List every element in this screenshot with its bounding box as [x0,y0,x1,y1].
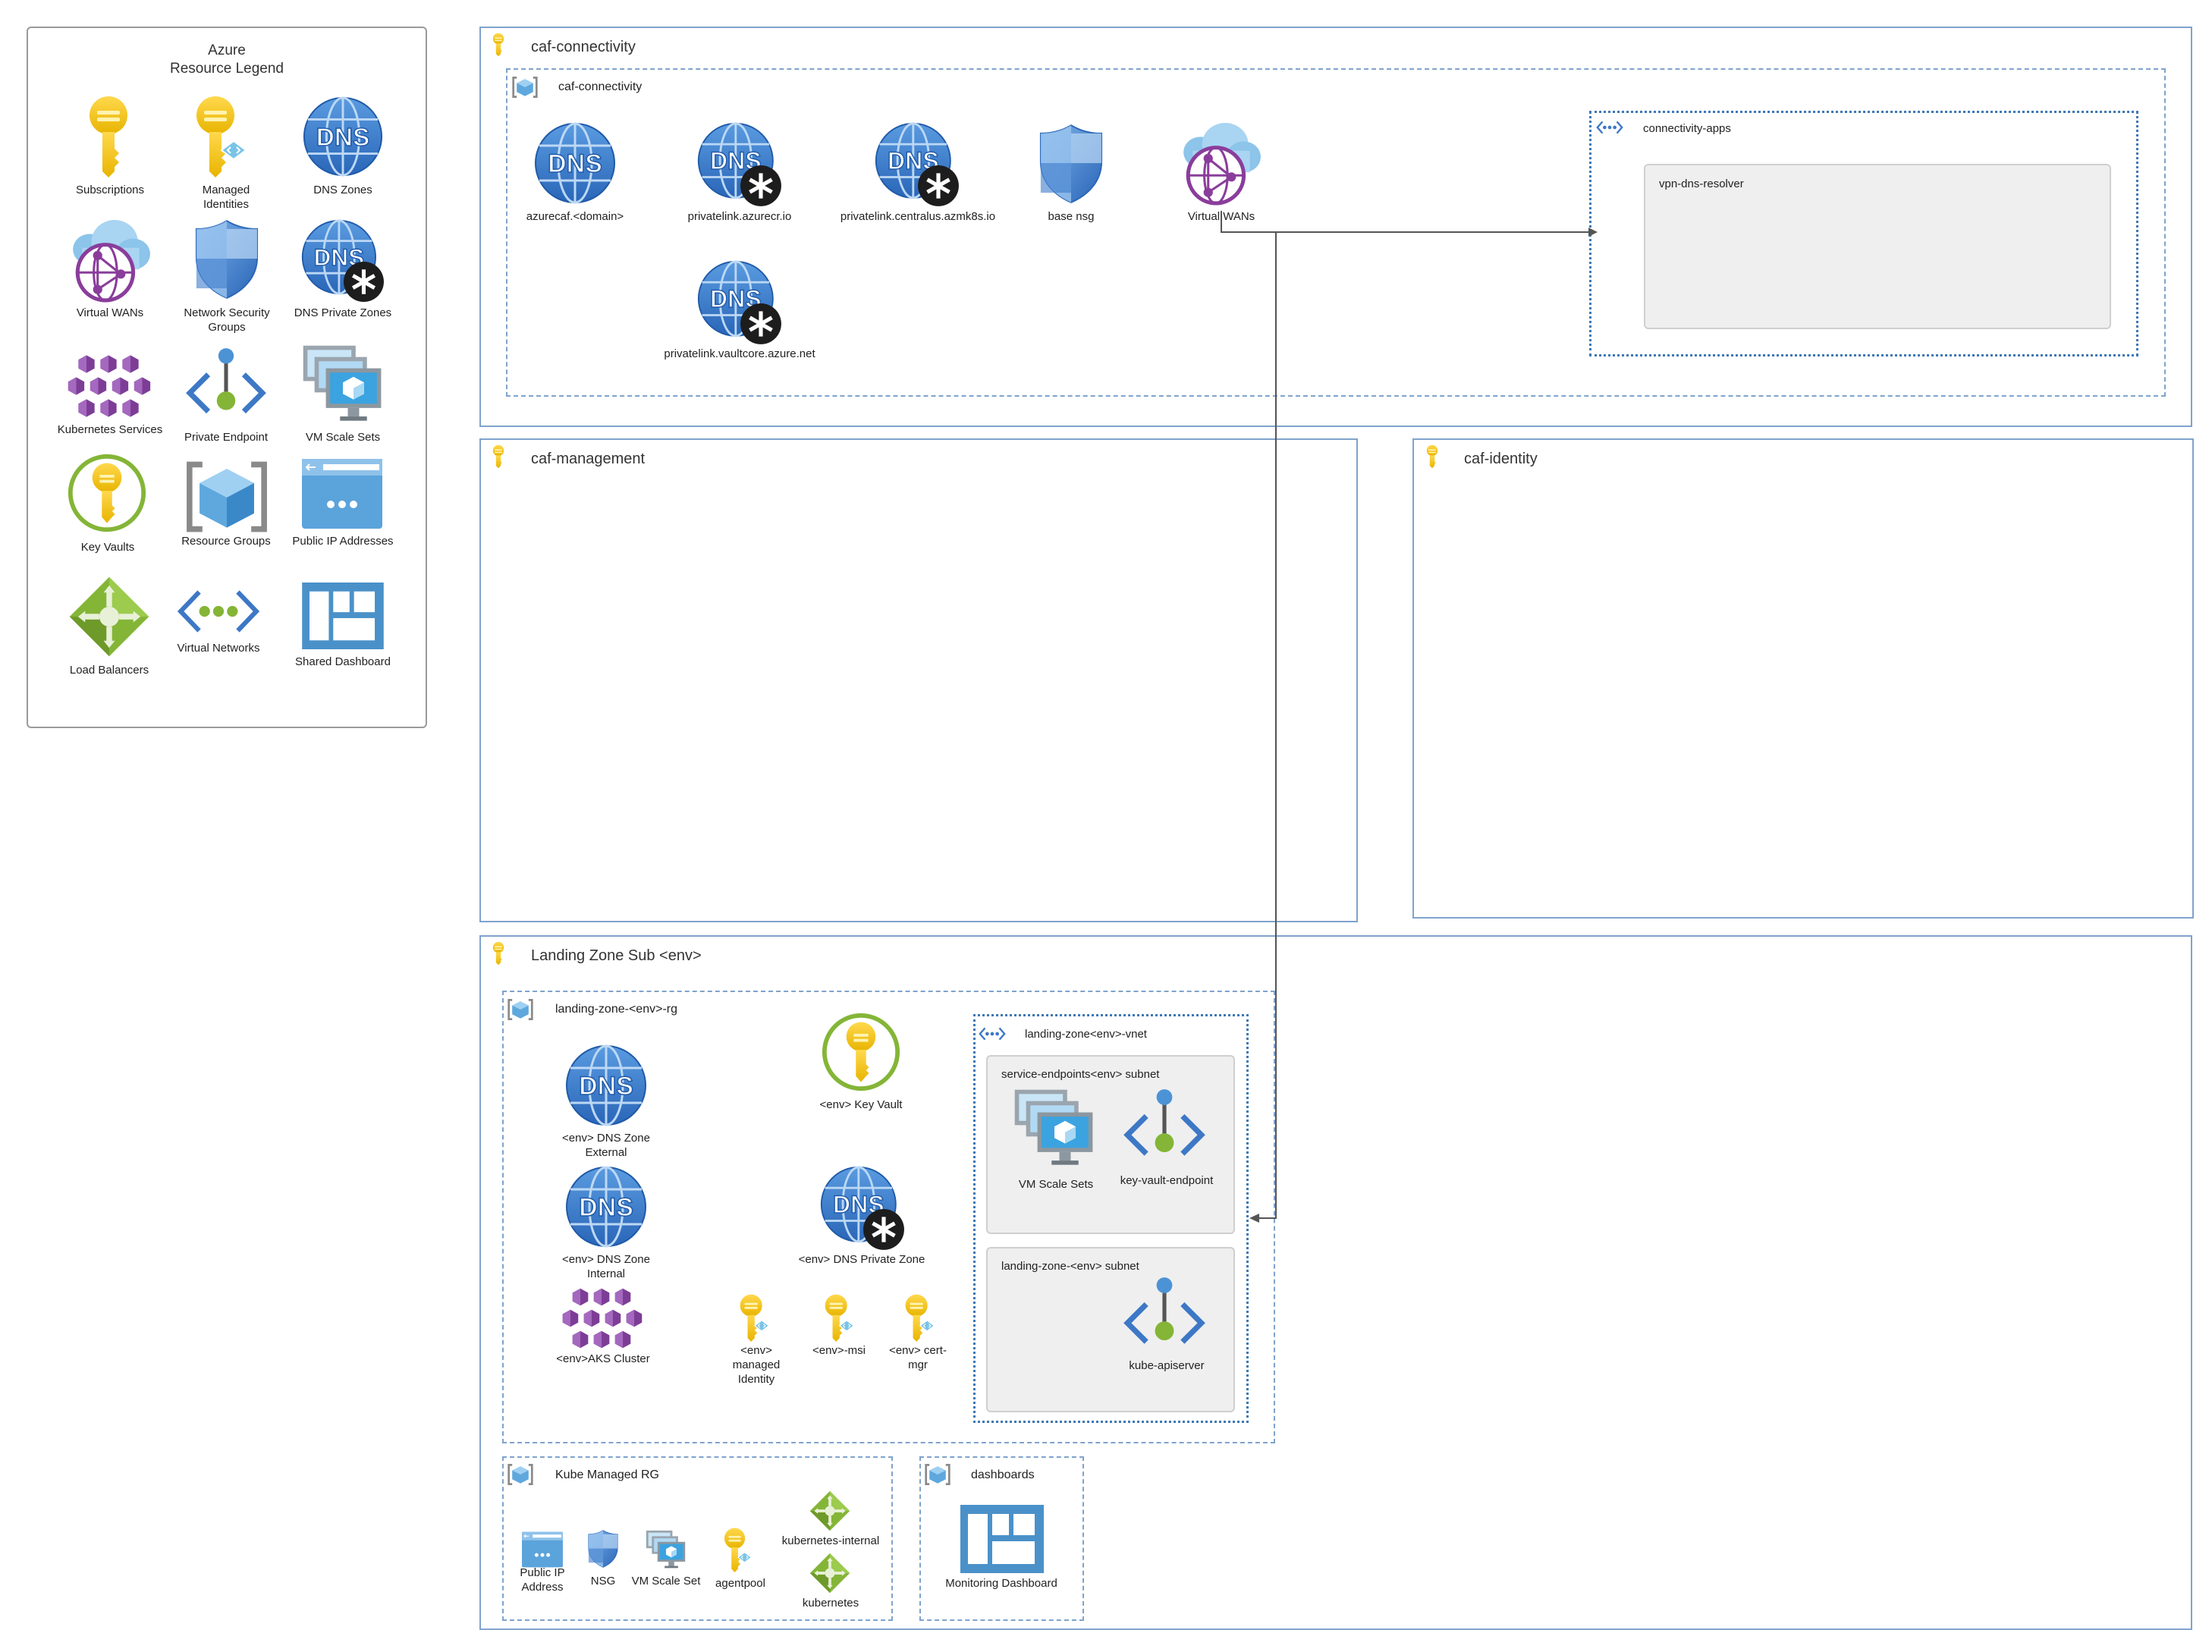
subscription-title: caf-identity [1464,451,1538,467]
vnet-landing-zone [973,1014,1249,1423]
subscription-caf-management [479,438,1358,922]
dns-private-zone-label: privatelink.centralus.azmk8s.io [840,210,996,223]
private-endpoint-label: kube-apiserver [1129,1359,1205,1372]
legend-label-managed-identities: Managed Identities [202,184,250,211]
legend-label-shared-dashboard: Shared Dashboard [295,655,391,668]
vnet-title: landing-zone<env>-vnet [1025,1028,1147,1041]
msi-label: <env>-msi [812,1344,866,1357]
legend-label-subscriptions: Subscriptions [75,184,145,196]
cert-mgr-label: <env> cert-mgr [889,1344,947,1371]
subscription-title: Landing Zone Sub <env> [531,947,702,964]
dns-zone-label: azurecaf.<domain> [526,210,624,223]
subscription-title: caf-management [531,451,646,467]
legend-label-public-ip-addresses: Public IP Addresses [292,535,394,548]
subscription-title: caf-connectivity [531,39,636,55]
legend-label-virtual-wans: Virtual WANs [76,306,144,319]
nsg-label: base nsg [1048,210,1095,223]
legend-label-resource-groups: Resource Groups [181,535,271,548]
load-balancer-label: kubernetes [802,1597,859,1610]
subscription-caf-identity [1412,438,2194,919]
key-vault-label: <env> Key Vault [819,1098,903,1111]
resource-group-title: dashboards [971,1468,1035,1481]
resource-group-caf-connectivity [506,68,2166,397]
public-ip-label: Public IP Address [520,1566,565,1594]
legend-label-virtual-networks: Virtual Networks [177,642,260,655]
arrowhead [1588,228,1598,237]
aks-cluster-label: <env>AKS Cluster [556,1352,650,1365]
legend-label-vm-scale-sets: VM Scale Sets [305,431,381,444]
resource-group-title: landing-zone-<env>-rg [555,1003,677,1016]
dns-private-zone-label: privatelink.vaultcore.azure.net [664,347,815,360]
connector-wan-to-landing-vnet [1221,231,1277,1219]
subnet-vpn-dns-resolver [1644,164,2111,329]
private-endpoint-label: key-vault-endpoint [1120,1174,1214,1187]
arrowhead [1249,1214,1259,1223]
dashboard-label: Monitoring Dashboard [945,1577,1057,1590]
nsg-label: NSG [590,1575,616,1588]
dns-private-zone-label: privatelink.azurecr.io [687,210,792,223]
vmss-label: VM Scale Sets [1018,1178,1094,1191]
subscription-landing-zone [479,935,2192,1630]
resource-group-dashboards [919,1456,1084,1621]
legend-label-load-balancers: Load Balancers [69,664,149,677]
dns-private-zone-label: <env> DNS Private Zone [798,1253,925,1266]
resource-group-kube-managed [502,1456,893,1621]
resource-group-title: caf-connectivity [558,80,643,93]
load-balancer-label: kubernetes-internal [781,1534,880,1547]
resource-group-title: Kube Managed RG [555,1468,659,1481]
legend-label-network-security-groups: Network Security Groups [184,306,270,334]
managed-identity-label: <env> managed Identity [732,1344,781,1386]
legend-label-dns-private-zones: DNS Private Zones [294,306,392,319]
subnet-title: vpn-dns-resolver [1659,177,1744,190]
legend-label-private-endpoint: Private Endpoint [184,431,269,444]
resource-group-landing-zone [502,991,1275,1443]
subnet-title: landing-zone-<env> subnet [1001,1260,1139,1273]
dns-zone-label: <env> DNS Zone Internal [562,1253,650,1280]
legend-panel [27,27,427,728]
legend-label-dns-zones: DNS Zones [313,184,372,196]
agentpool-label: agentpool [715,1577,765,1590]
connector-wan-to-connectivity-apps [1221,211,1588,233]
legend-title-line2: Resource Legend [170,61,284,77]
legend-title-line1: Azure [208,42,246,58]
vnet-title: connectivity-apps [1643,122,1731,135]
dns-zone-label: <env> DNS Zone External [562,1132,650,1159]
vmss-label: VM Scale Set [631,1575,701,1588]
legend-label-kubernetes-services: Kubernetes Services [57,423,163,436]
legend-label-key-vaults: Key Vaults [80,541,135,554]
subnet-title: service-endpoints<env> subnet [1001,1068,1160,1081]
subscription-caf-connectivity [479,27,2192,427]
legend-title: Azure Resource Legend [27,42,427,78]
